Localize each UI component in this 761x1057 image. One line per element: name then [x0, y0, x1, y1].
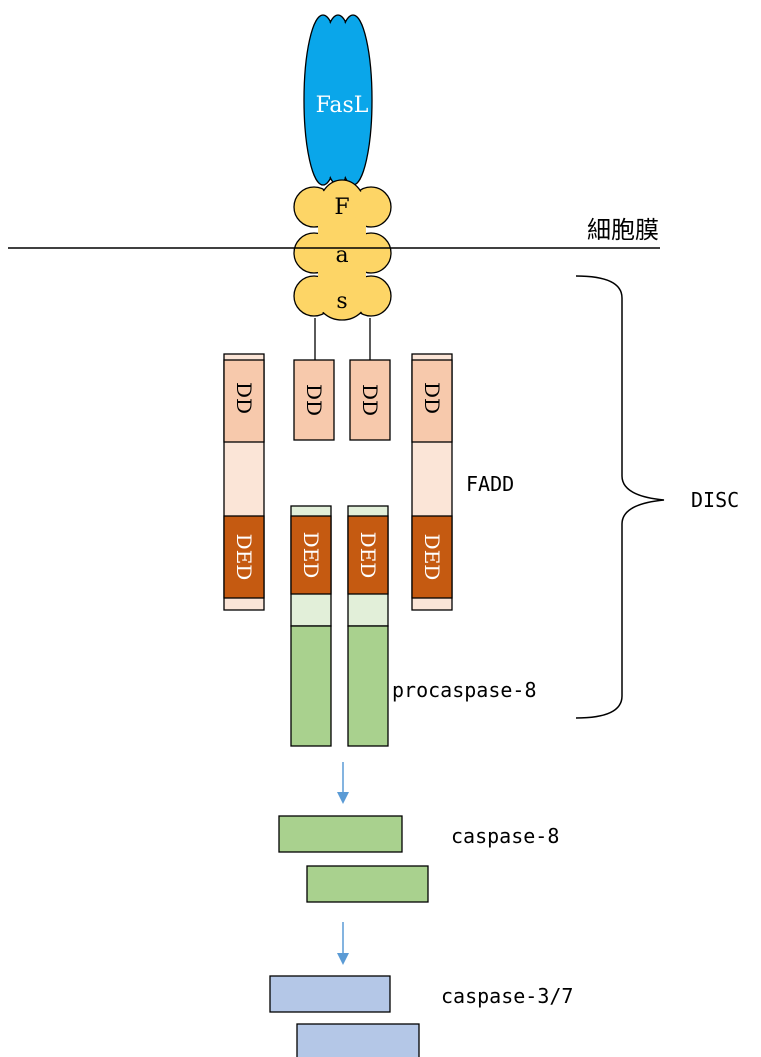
fas-letter-f: F: [334, 195, 349, 220]
arrow-down-icon: [337, 922, 349, 965]
arrow-down-icon: [337, 762, 349, 804]
caspase37-fragment-bottom: [297, 1024, 419, 1057]
ded-label-fadd-left: DED: [232, 534, 256, 581]
dd-label-fadd-right: DD: [420, 382, 444, 414]
ded-label-fadd-right: DED: [420, 534, 444, 581]
fasl-label: FasL: [316, 93, 369, 118]
caspase37-fragment-top: [270, 976, 390, 1012]
fas-letter-a: a: [335, 243, 348, 268]
procaspase8-label: procaspase-8: [392, 678, 537, 702]
cell-membrane-label: 細胞膜: [587, 216, 659, 244]
dd-label-fadd-left: DD: [232, 382, 256, 414]
fas-letter-s: s: [336, 289, 347, 314]
disc-brace: [576, 276, 664, 718]
caspase8-fragment-top: [279, 816, 402, 852]
fadd-label: FADD: [466, 472, 514, 496]
dd-label-fas-right: DD: [358, 384, 382, 416]
ded-label-pro-left: DED: [299, 532, 323, 579]
ded-label-pro-right: DED: [356, 532, 380, 579]
dd-label-fas-left: DD: [302, 384, 326, 416]
caspase37-label: caspase-3/7: [441, 984, 573, 1008]
caspase8-fragment-bottom: [307, 866, 428, 902]
disc-label: DISC: [691, 488, 739, 512]
caspase8-label: caspase-8: [451, 824, 559, 848]
